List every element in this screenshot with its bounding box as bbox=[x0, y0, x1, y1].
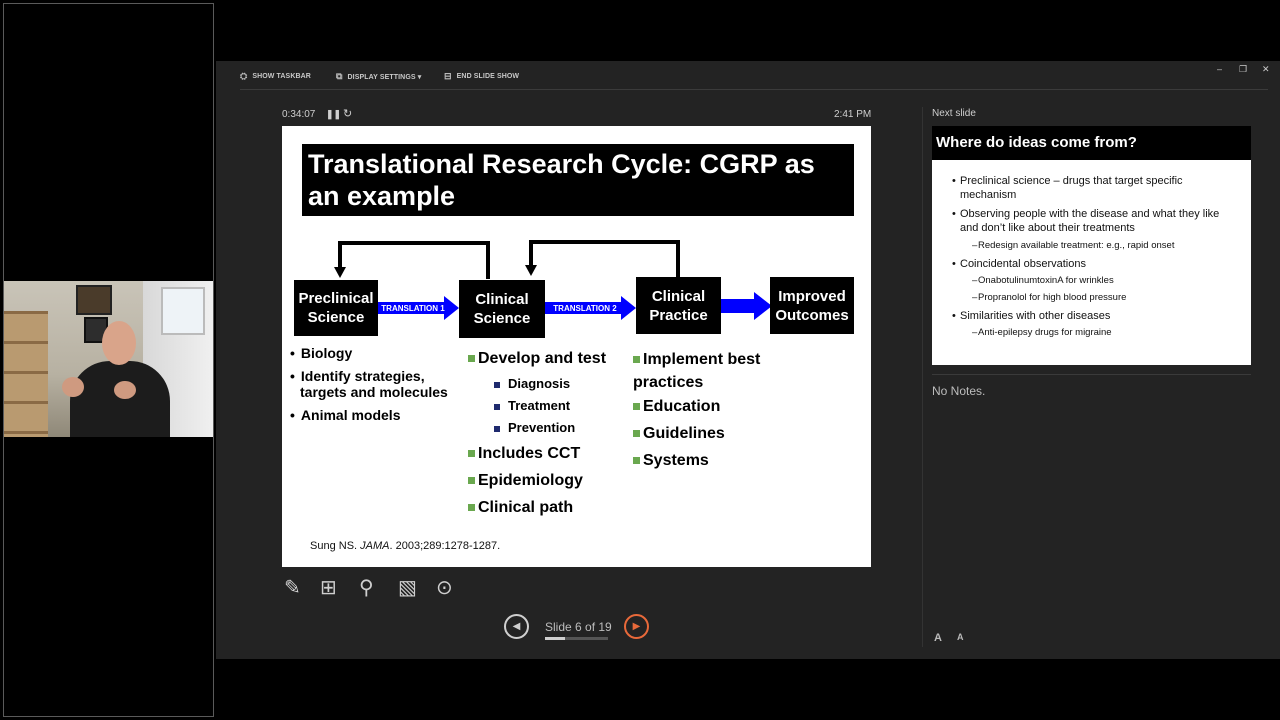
next-sub-bullet: Propranolol for high blood pressure bbox=[972, 291, 1126, 305]
pen-tool-icon[interactable]: ✎ bbox=[284, 577, 301, 599]
chevron-right-icon: ▶ bbox=[632, 621, 641, 632]
next-bullet: Similarities with other diseases bbox=[952, 309, 1230, 323]
translation-1-arrow bbox=[378, 296, 459, 320]
end-show-icon: ⊟ bbox=[444, 71, 452, 81]
decrease-font-button[interactable]: A bbox=[957, 632, 964, 642]
see-all-slides-icon[interactable]: ⊞ bbox=[320, 577, 337, 599]
presenter-toolbar: ⛭ SHOW TASKBAR ⧉ DISPLAY SETTINGS ▾ ⊟ EN… bbox=[216, 61, 1280, 91]
pause-timer-icon[interactable]: ❚❚ bbox=[326, 109, 342, 119]
col3-bullet: Education bbox=[633, 398, 720, 416]
show-taskbar-label: SHOW TASKBAR bbox=[252, 73, 311, 80]
col1-bullet: Biology bbox=[290, 345, 352, 361]
col1-bullet: Animal models bbox=[290, 407, 401, 423]
wall-picture bbox=[76, 285, 112, 315]
next-bullet: Observing people with the disease and wh… bbox=[952, 207, 1230, 235]
feedback-arrowhead-1 bbox=[334, 267, 346, 278]
col2-sub-bullet: Prevention bbox=[494, 420, 575, 435]
col2-bullet: Develop and test bbox=[468, 350, 606, 368]
increase-font-button[interactable]: A bbox=[934, 632, 942, 644]
citation-details: . 2003;289:1278-1287. bbox=[389, 540, 501, 552]
display-settings-button[interactable]: ⧉ DISPLAY SETTINGS ▾ bbox=[336, 71, 421, 82]
next-slide-label: Next slide bbox=[932, 108, 976, 119]
speaker-notes: No Notes. bbox=[932, 384, 986, 398]
next-slide-preview[interactable]: Where do ideas come from? Preclinical sc… bbox=[932, 126, 1251, 365]
col2-sub-bullet: Treatment bbox=[494, 398, 570, 413]
taskbar-icon: ⛭ bbox=[240, 71, 248, 81]
citation-author: Sung NS. bbox=[310, 540, 358, 552]
col3-bullet: Implement best practices bbox=[633, 348, 773, 394]
previous-slide-button[interactable]: ◀ bbox=[504, 614, 529, 639]
toolbar-divider bbox=[240, 89, 1268, 90]
restart-timer-icon[interactable]: ↻ bbox=[343, 108, 353, 120]
slide-progress-bar bbox=[545, 637, 608, 640]
citation: Sung NS. JAMA. 2003;289:1278-1287. bbox=[310, 540, 500, 552]
col3-bullet: Guidelines bbox=[633, 425, 725, 443]
restore-button[interactable]: ❐ bbox=[1239, 64, 1248, 74]
practice-outcomes-arrow bbox=[721, 292, 772, 320]
slide-indicator: Slide 6 of 19 bbox=[545, 620, 612, 634]
bookshelf bbox=[4, 311, 48, 437]
presenter-person bbox=[62, 321, 174, 437]
window bbox=[161, 287, 205, 335]
cycle-arrows bbox=[334, 240, 772, 320]
col2-sub-bullet: Diagnosis bbox=[494, 376, 570, 391]
next-slide-button[interactable]: ▶ bbox=[624, 614, 649, 639]
next-sub-bullet: OnabotulinumtoxinA for wrinkles bbox=[972, 274, 1114, 288]
slide-progress-fill bbox=[545, 637, 565, 640]
zoom-icon[interactable]: ⚲ bbox=[359, 577, 374, 599]
next-sub-bullet: Redesign available treatment: e.g., rapi… bbox=[972, 239, 1174, 253]
col3-bullet: Systems bbox=[633, 452, 709, 470]
webcam-video bbox=[4, 281, 213, 437]
display-icon: ⧉ bbox=[336, 71, 343, 81]
feedback-arrowhead-2 bbox=[525, 265, 537, 276]
col2-bullet: Clinical path bbox=[468, 499, 573, 517]
col1-bullet: Identify strategies, targets and molecul… bbox=[290, 368, 460, 400]
show-taskbar-button[interactable]: ⛭ SHOW TASKBAR bbox=[240, 71, 311, 82]
improved-outcomes-box: Improved Outcomes bbox=[770, 277, 854, 334]
translation-1-label: TRANSLATION 1 bbox=[381, 303, 445, 313]
col2-bullet: Includes CCT bbox=[468, 445, 580, 463]
black-screen-icon[interactable]: ▧ bbox=[398, 577, 417, 599]
chevron-left-icon: ◀ bbox=[512, 621, 521, 632]
display-settings-label: DISPLAY SETTINGS ▾ bbox=[347, 73, 422, 81]
end-slide-show-button[interactable]: ⊟ END SLIDE SHOW bbox=[444, 71, 519, 82]
next-bullet: Coincidental observations bbox=[952, 257, 1230, 271]
col2-bullet: Epidemiology bbox=[468, 472, 583, 490]
clock: 2:41 PM bbox=[834, 109, 872, 120]
end-slide-show-label: END SLIDE SHOW bbox=[456, 73, 520, 80]
pane-divider[interactable] bbox=[922, 107, 923, 647]
preclinical-science-box: Preclinical Science bbox=[294, 280, 378, 336]
next-slide-title: Where do ideas come from? bbox=[932, 126, 1251, 160]
feedback-arrow-2 bbox=[529, 240, 680, 279]
next-sub-bullet: Anti-epilepsy drugs for migraine bbox=[972, 326, 1112, 340]
clinical-practice-box: Clinical Practice bbox=[636, 277, 721, 334]
next-bullet: Preclinical science – drugs that target … bbox=[952, 174, 1230, 202]
translation-2-label: TRANSLATION 2 bbox=[553, 303, 617, 313]
minimize-button[interactable]: – bbox=[1217, 64, 1223, 74]
notes-divider bbox=[932, 374, 1251, 375]
clinical-science-box: Clinical Science bbox=[459, 280, 545, 338]
more-options-icon[interactable]: ⊙ bbox=[436, 577, 453, 599]
translation-2-arrow bbox=[545, 296, 636, 320]
slide-title: Translational Research Cycle: CGRP as an… bbox=[302, 144, 854, 216]
presenter-view: ⛭ SHOW TASKBAR ⧉ DISPLAY SETTINGS ▾ ⊟ EN… bbox=[216, 61, 1280, 659]
close-button[interactable]: ✕ bbox=[1262, 64, 1270, 74]
citation-journal: JAMA bbox=[360, 540, 390, 552]
feedback-arrow-1 bbox=[338, 241, 490, 279]
current-slide[interactable]: Translational Research Cycle: CGRP as an… bbox=[282, 126, 871, 567]
elapsed-timer: 0:34:07 bbox=[282, 109, 316, 120]
